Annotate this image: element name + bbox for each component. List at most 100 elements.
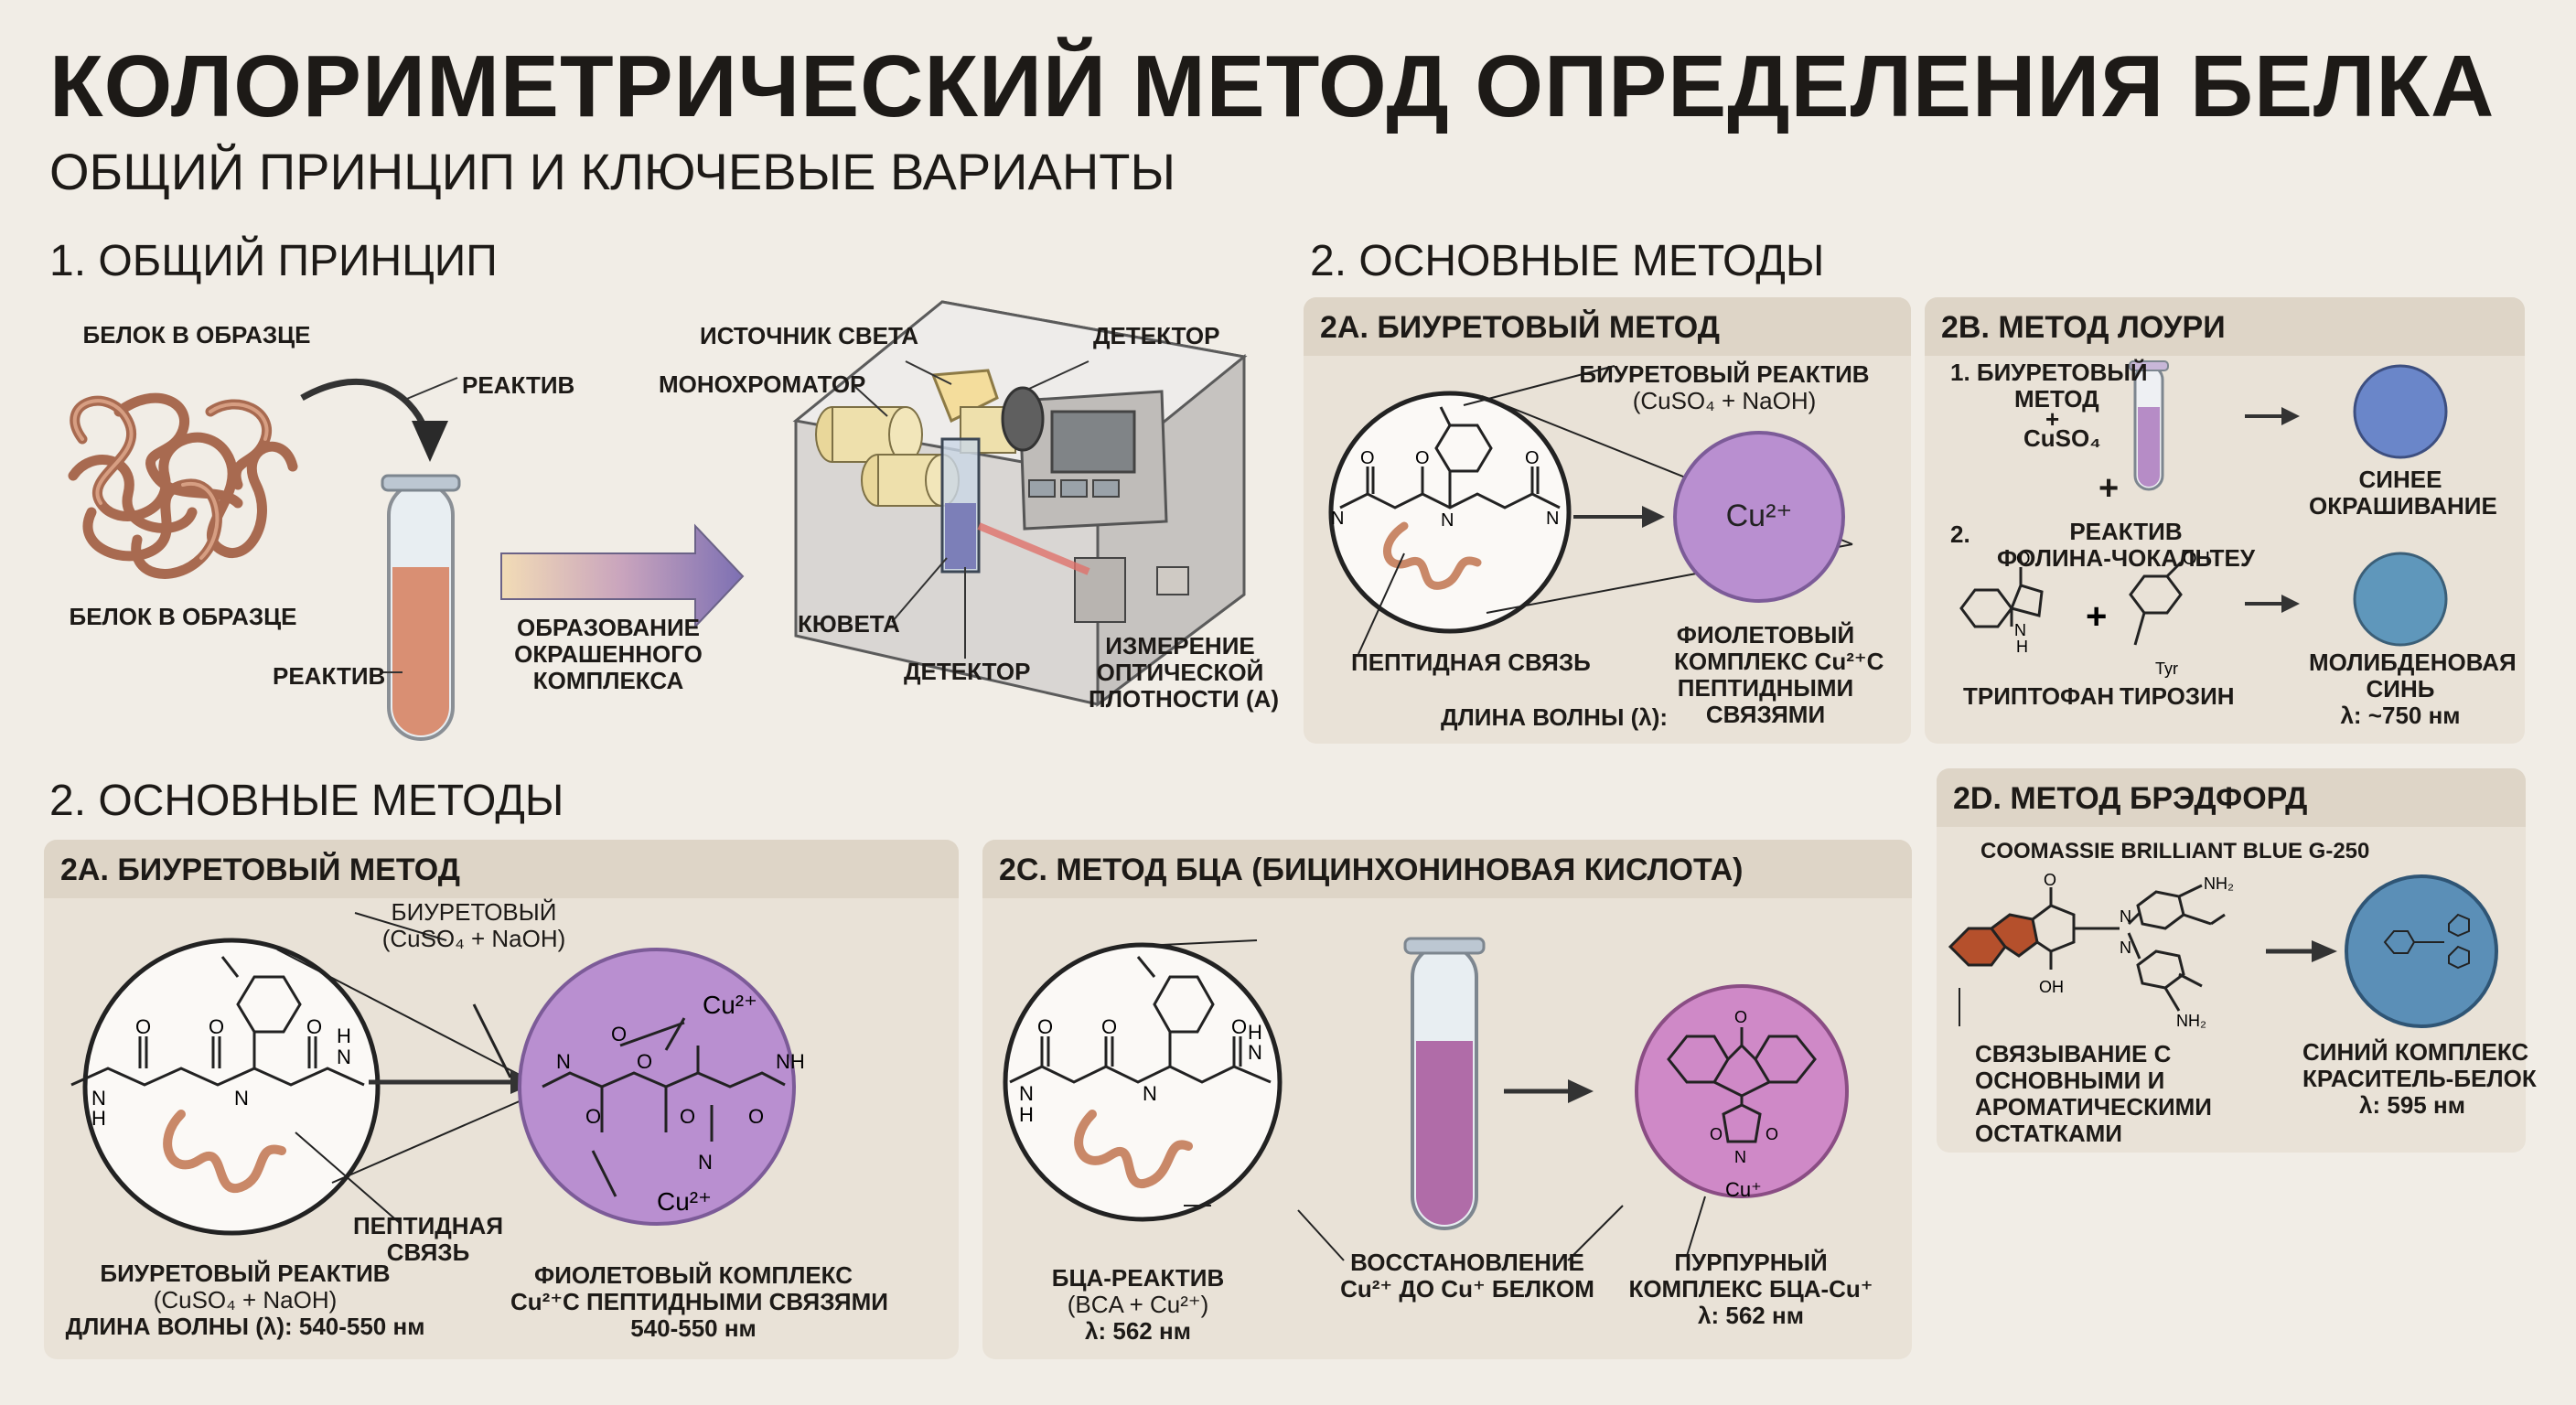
biuret-reagent-label-bottom-top: БИУРЕТОВЫЙ (CuSO₄ + NaOH) — [381, 898, 566, 952]
svg-text:Cu²⁺: Cu²⁺ — [703, 991, 757, 1019]
blue-dye-complex-label: СИНИЙ КОМПЛЕКС КРАСИТЕЛЬ-БЕЛОК λ: 595 нм — [2302, 1038, 2537, 1119]
svg-text:O: O — [748, 1105, 764, 1128]
panel-bca: 2С. МЕТОД БЦА (БИЦИНХОНИНОВАЯ КИСЛОТА) O… — [982, 840, 1912, 1359]
coomassie-dye-label: COOMASSIE BRILLIANT BLUE G-250 — [1980, 839, 2370, 863]
svg-text:H: H — [1019, 1103, 1034, 1126]
page-title: КОЛОРИМЕТРИЧЕСКИЙ МЕТОД ОПРЕДЕЛЕНИЯ БЕЛК… — [49, 38, 2496, 135]
svg-text:N: N — [1019, 1082, 1034, 1105]
lowry-test-tube-icon — [2129, 360, 2169, 491]
svg-text:O: O — [637, 1050, 652, 1073]
panel-bca-title: 2С. МЕТОД БЦА (БИЦИНХОНИНОВАЯ КИСЛОТА) — [999, 853, 1744, 887]
reagent-label-bottom: РЕАКТИВ — [273, 662, 386, 690]
peptide-bond-label-bottom: ПЕПТИДНАЯ СВЯЗЬ — [352, 1212, 504, 1266]
svg-text:O: O — [1037, 1015, 1053, 1038]
svg-text:N: N — [234, 1087, 249, 1110]
svg-text:N: N — [556, 1050, 571, 1073]
svg-text:N: N — [1546, 509, 1559, 529]
reagent-test-tube-icon — [381, 474, 461, 741]
svg-text:N: N — [2120, 907, 2131, 926]
svg-text:H: H — [337, 1024, 351, 1047]
methods-heading-bottom: 2. ОСНОВНЫЕ МЕТОДЫ — [49, 777, 564, 825]
svg-text:Cu⁺: Cu⁺ — [1725, 1178, 1762, 1201]
dye-protein-complex-icon — [2383, 913, 2470, 970]
bca-reagent-label: БЦА-РЕАКТИВ (BCA + Cu²⁺) λ: 562 нм — [1051, 1264, 1225, 1345]
panel-biuret-top-title: 2А. БИУРЕТОВЫЙ МЕТОД — [1320, 310, 1720, 345]
svg-text:N: N — [337, 1046, 351, 1068]
violet-complex-label-top: ФИОЛЕТОВЫЙ КОМПЛЕКС Cu²⁺С ПЕПТИДНЫМИ СВЯ… — [1674, 621, 1884, 728]
monochromator-label: МОНОХРОМАТОР — [659, 370, 866, 398]
peptide-bond-label-top: ПЕПТИДНАЯ СВЯЗЬ — [1351, 649, 1591, 676]
svg-text:N: N — [2014, 621, 2026, 639]
page-subtitle: ОБЩИЙ ПРИНЦИП И КЛЮЧЕВЫЕ ВАРИАНТЫ — [49, 143, 1176, 200]
svg-text:Tyr: Tyr — [2155, 660, 2178, 678]
svg-text:N: N — [1734, 1148, 1746, 1166]
detector-label-bottom: ДЕТЕКТОР — [904, 658, 1031, 685]
svg-text:O: O — [585, 1105, 601, 1128]
bca-test-tube-icon — [1403, 937, 1486, 1230]
svg-text:N: N — [91, 1087, 106, 1110]
svg-text:NH₂: NH₂ — [2176, 1012, 2206, 1030]
molybdenum-blue-circle — [2353, 552, 2448, 647]
tryptophan-label: ТРИПТОФАН — [1963, 682, 2115, 710]
spectrophotometer-icon — [792, 300, 1248, 707]
svg-text:N: N — [1248, 1041, 1262, 1064]
lowry-plus: + — [2098, 469, 2120, 508]
svg-text:H: H — [2016, 638, 2028, 656]
detector-label-top: ДЕТЕКТОР — [1093, 322, 1220, 349]
biuret-reagent-label-bottom: БИУРЕТОВЫЙ РЕАКТИВ (CuSO₄ + NaOH) ДЛИНА … — [65, 1260, 425, 1340]
panel-biuret-bottom-title: 2А. БИУРЕТОВЫЙ МЕТОД — [60, 853, 460, 887]
protein-label-top: БЕЛОК В ОБРАЗЦЕ — [82, 321, 311, 349]
panel-bradford-title: 2D. МЕТОД БРЭДФОРД — [1953, 781, 2308, 816]
methods-heading-top: 2. ОСНОВНЫЕ МЕТОДЫ — [1310, 237, 1825, 285]
svg-text:O: O — [1101, 1015, 1117, 1038]
svg-text:O: O — [1415, 448, 1430, 468]
svg-text:O: O — [135, 1015, 151, 1038]
tyrosine-icon — [2129, 561, 2183, 646]
panel-biuret-bottom: 2А. БИУРЕТОВЫЙ МЕТОД O O O N H N N H — [44, 840, 959, 1359]
svg-text:N: N — [2120, 938, 2131, 957]
binding-label: СВЯЗЫВАНИЕ С ОСНОВНЫМИ И АРОМАТИЧЕСКИМИ … — [1975, 1040, 2212, 1147]
svg-text:OH: OH — [2183, 549, 2210, 569]
svg-text:O: O — [1734, 1008, 1747, 1026]
svg-text:O: O — [2044, 871, 2056, 889]
lowry-step2-label: РЕАКТИВ ФОЛИНА-ЧОКАЛЬТЕУ — [1996, 518, 2256, 572]
svg-text:+: + — [2086, 596, 2107, 637]
svg-text:O: O — [611, 1023, 627, 1046]
panel-lowry: 2В. МЕТОД ЛОУРИ O H N + OH Tyr — [1925, 297, 2525, 744]
svg-text:O: O — [1710, 1125, 1723, 1143]
cuvette-label: КЮВЕТА — [798, 610, 900, 638]
panel-lowry-title: 2В. МЕТОД ЛОУРИ — [1941, 310, 2226, 345]
svg-text:OH: OH — [2039, 978, 2064, 996]
purple-complex-label: ПУРПУРНЫЙ КОМПЛЕКС БЦА-Cu⁺ λ: 562 нм — [1628, 1249, 1873, 1329]
svg-text:N: N — [1143, 1082, 1157, 1105]
lowry-step1-label: 1. БИУРЕТОВЫЙ МЕТОД + CuSO₄ — [1950, 359, 2148, 452]
process-arrow-icon — [500, 523, 745, 629]
svg-text:O: O — [306, 1015, 322, 1038]
measurement-label: ИЗМЕРЕНИЕ ОПТИЧЕСКОЙ ПЛОТНОСТИ (А) — [1089, 632, 1280, 713]
svg-text:N: N — [1441, 510, 1454, 531]
violet-complex-circle — [518, 948, 796, 1226]
biuret-reagent-label-top: БИУРЕТОВЫЙ РЕАКТИВ (CuSO₄ + NaOH) — [1579, 360, 1870, 414]
violet-complex-label-bottom: ФИОЛЕТОВЫЙ КОМПЛЕКС Cu²⁺С ПЕПТИДНЫМИ СВЯ… — [510, 1261, 888, 1342]
light-source-label: ИСТОЧНИК СВЕТА — [700, 322, 919, 349]
svg-text:O: O — [1231, 1015, 1247, 1038]
principle-heading: 1. ОБЩИЙ ПРИНЦИП — [49, 237, 498, 285]
tryptophan-icon — [1959, 567, 2044, 628]
svg-text:H: H — [1248, 1021, 1262, 1044]
blue-color-label: СИНЕЕ ОКРАШИВАНИЕ — [2309, 466, 2497, 520]
svg-text:O: O — [209, 1015, 224, 1038]
reagent-label-top: РЕАКТИВ — [462, 371, 575, 399]
svg-text:H: H — [91, 1107, 106, 1130]
bca-complex-structure-icon — [1667, 1027, 1817, 1143]
panel-biuret-top: 2А. БИУРЕТОВЫЙ МЕТОД O O O N N N Cu²⁺ БИ… — [1304, 297, 1911, 744]
tyrosine-label: ТИРОЗИН — [2120, 682, 2235, 710]
blue-solution-circle — [2353, 364, 2448, 459]
coomassie-dye-structure-icon — [1948, 884, 2226, 1012]
lowry-step2-number: 2. — [1950, 520, 1970, 548]
molybdenum-blue-label: МОЛИБДЕНОВАЯ СИНЬ λ: ~750 нм — [2309, 649, 2517, 729]
complex-formation-label: ОБРАЗОВАНИЕ ОКРАШЕННОГО КОМПЛЕКСА — [514, 614, 703, 694]
curved-arrow-icon — [300, 378, 429, 432]
svg-text:O: O — [1766, 1125, 1778, 1143]
cu-reduction-label: ВОССТАНОВЛЕНИЕ Cu²⁺ ДО Cu⁺ БЕЛКОМ — [1340, 1249, 1594, 1303]
cu-ion-circle — [1673, 431, 1845, 603]
